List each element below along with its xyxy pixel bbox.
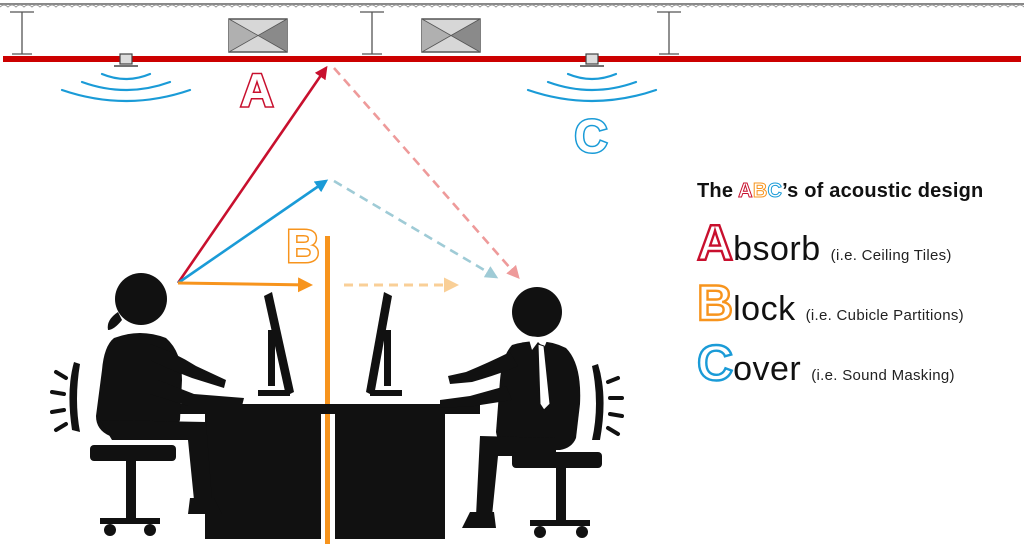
legend-title-c: C — [767, 180, 783, 203]
necktie — [537, 343, 551, 411]
legend-letter-b: B — [696, 275, 735, 331]
legend-item-cover: Cover (i.e. Sound Masking) — [696, 335, 955, 391]
legend-word-absorb: bsorb — [733, 230, 821, 268]
sound-waves-right — [526, 72, 658, 103]
legend-title: The ABC’s of acoustic design — [697, 180, 983, 203]
legend-title-a: A — [738, 180, 753, 203]
cubicle-partition — [325, 236, 330, 544]
label-a: A — [240, 64, 273, 116]
ceiling-hangers — [10, 11, 681, 55]
legend-item-block: Block (i.e. Cubicle Partitions) — [696, 275, 964, 331]
legend-letter-c: C — [696, 335, 735, 391]
ceiling-light-2 — [421, 18, 481, 53]
legend-word-block: lock — [733, 290, 796, 328]
legend-item-absorb: Absorb (i.e. Ceiling Tiles) — [696, 215, 952, 271]
ceiling — [0, 3, 1024, 8]
arrow-a-solid — [176, 65, 328, 284]
legend-title-suffix: ’s of acoustic design — [782, 180, 984, 202]
legend-word-cover: over — [733, 350, 802, 388]
person-left — [50, 273, 244, 536]
legend-letter-a: A — [696, 215, 735, 271]
label-c: C — [574, 110, 607, 162]
arrow-a-reflected — [333, 67, 520, 279]
legend-note-block: (i.e. Cubicle Partitions) — [805, 307, 964, 324]
arrow-c-solid — [177, 179, 329, 285]
person-right — [440, 287, 624, 538]
monitor-right — [366, 292, 402, 396]
ceiling-tile-beam — [3, 56, 1021, 62]
legend-note-absorb: (i.e. Ceiling Tiles) — [830, 247, 952, 264]
sound-waves-left — [60, 72, 192, 103]
legend-note-cover: (i.e. Sound Masking) — [811, 367, 955, 384]
sound-masking-speaker-left — [114, 53, 138, 67]
sound-masking-speaker-right — [580, 53, 604, 67]
legend-title-b: B — [752, 180, 768, 203]
legend-title-prefix: The — [697, 180, 739, 202]
ceiling-light-1 — [228, 18, 288, 53]
desk — [180, 404, 480, 539]
arrow-b-solid — [177, 277, 313, 293]
monitor-left — [258, 292, 294, 396]
arrow-c-reflected — [333, 179, 499, 279]
label-b: B — [286, 220, 319, 272]
